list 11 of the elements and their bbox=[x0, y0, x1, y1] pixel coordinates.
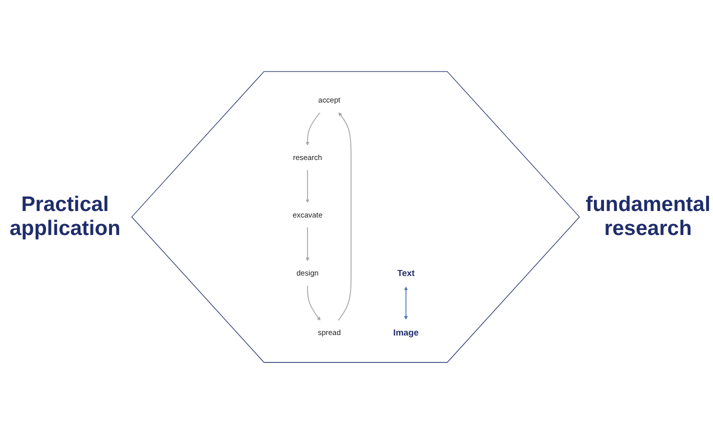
arrow bbox=[306, 168, 310, 202]
vertex-label: fundamental research bbox=[584, 192, 712, 240]
arrow bbox=[306, 112, 320, 146]
node-text: Image bbox=[393, 327, 419, 338]
arrow bbox=[338, 112, 352, 320]
hexagon-outline bbox=[131, 70, 580, 362]
vertex-label: Practical application bbox=[8, 192, 122, 240]
arrow bbox=[307, 284, 321, 320]
arrow bbox=[404, 286, 408, 320]
node-text: Text bbox=[397, 268, 415, 278]
arrow bbox=[306, 226, 310, 261]
